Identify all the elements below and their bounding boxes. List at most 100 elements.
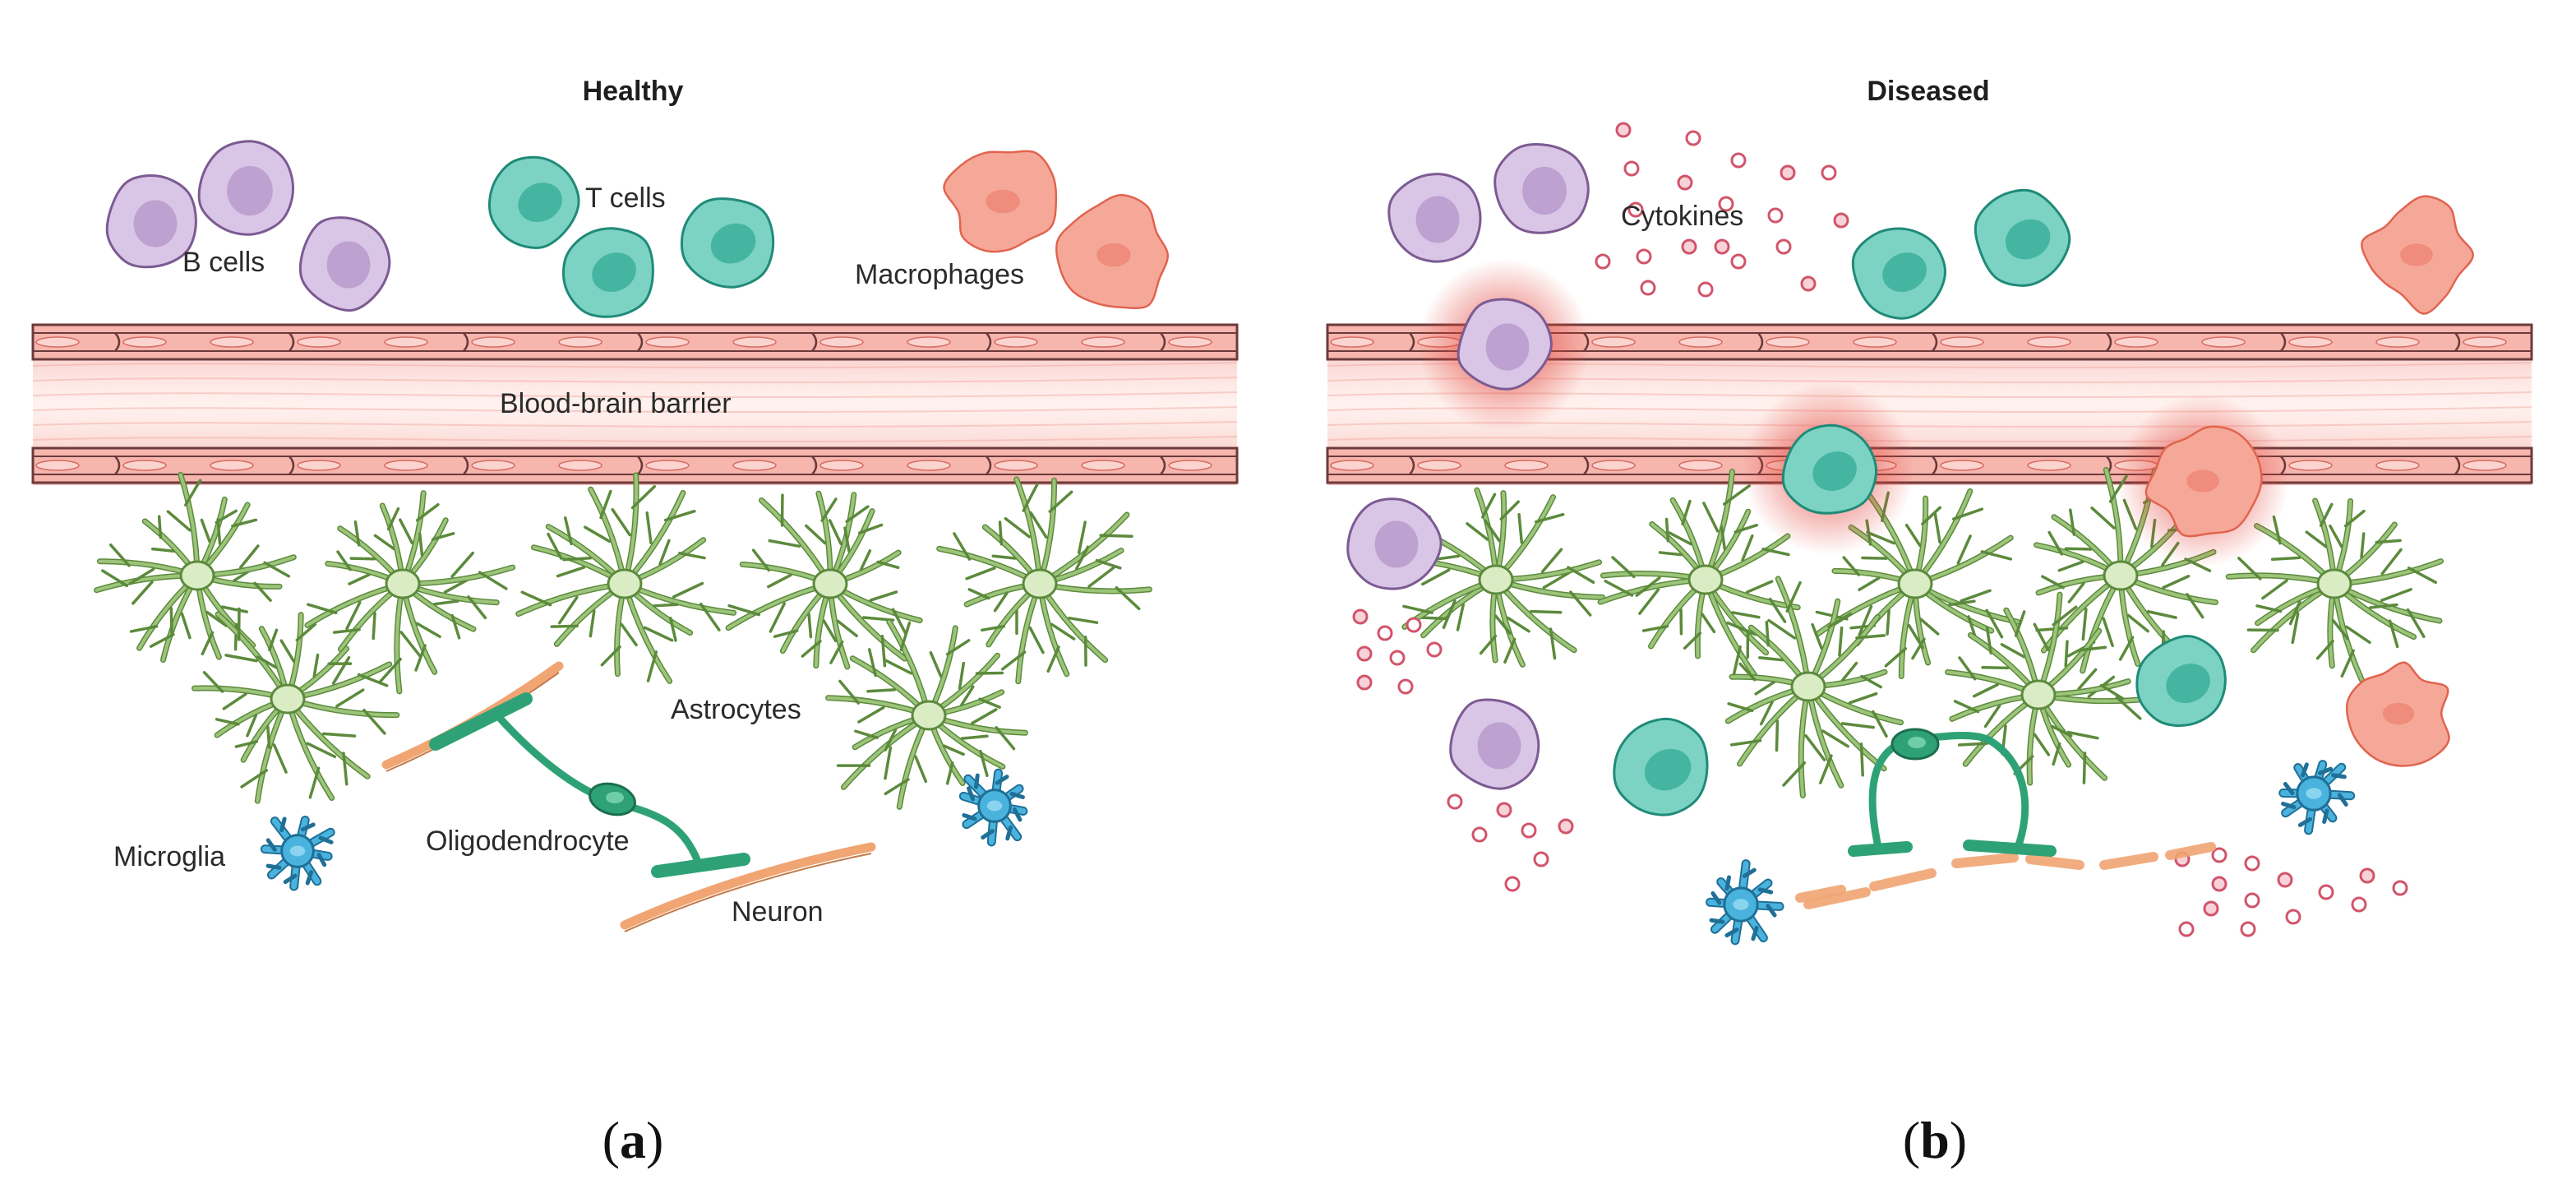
astrocyte-branch (2319, 502, 2334, 528)
astrocyte-branch (2270, 556, 2301, 561)
endothelial-nucleus (645, 460, 690, 471)
astrocyte-branch (1569, 590, 1592, 617)
endothelial-nucleus (384, 336, 428, 348)
astrocyte-branch (1701, 613, 1716, 634)
endothelial-nucleus (819, 336, 864, 348)
endothelial-nucleus (210, 460, 254, 471)
endothelial-nucleus (210, 336, 254, 348)
panel-title-healthy: Healthy (583, 76, 684, 107)
astrocyte-branch (1683, 631, 1702, 650)
astrocyte-branch (268, 628, 279, 652)
astrocyte-branch (157, 515, 163, 539)
astrocyte-branch (415, 622, 441, 639)
astrocyte-branch (1421, 568, 1451, 586)
b-cell-nucleus (326, 241, 371, 289)
macrophage-nucleus (1096, 243, 1131, 267)
cytokine (1780, 164, 1796, 181)
astrocyte-branch (1759, 701, 1774, 726)
cytokine (1730, 253, 1747, 270)
tight-junction (986, 332, 992, 352)
cytokine (1615, 122, 1632, 138)
cytokine (2244, 892, 2260, 909)
astrocyte-branch (751, 548, 770, 572)
astrocyte-branch (312, 653, 320, 678)
tight-junction (1160, 456, 1166, 475)
astrocyte-branch (2066, 730, 2099, 740)
astrocyte-branch (828, 519, 843, 546)
cytokine (2277, 872, 2293, 888)
endothelial-nucleus (2027, 336, 2071, 348)
astrocyte-branch (805, 524, 827, 545)
astrocyte-branch (727, 604, 761, 617)
astrocyte-branch (372, 612, 376, 641)
astrocyte-branch (2067, 581, 2085, 604)
endothelial-nucleus (122, 460, 167, 471)
cytokine (2351, 896, 2367, 913)
cytokine (1356, 645, 1373, 662)
oligodendrocyte-process (1868, 732, 2029, 851)
astrocyte-branch (2079, 645, 2107, 652)
endothelial-nucleus (2375, 460, 2420, 471)
astrocyte-branch (2343, 509, 2366, 528)
astrocyte-branch (1004, 516, 1032, 539)
cytokine (2285, 909, 2301, 925)
astrocyte-branch (2047, 530, 2064, 556)
panel-title-diseased: Diseased (1867, 76, 1989, 107)
b-cell (105, 174, 197, 269)
astrocyte-branch (1499, 500, 1520, 520)
astrocyte-branch (643, 626, 674, 642)
astrocyte-branch (478, 571, 508, 590)
microglia-branch (962, 813, 977, 821)
endothelial-nucleus (1591, 336, 1636, 348)
astrocyte-branch (558, 595, 579, 625)
astrocyte-branch (899, 621, 912, 652)
astrocyte-branch (2041, 575, 2065, 590)
astrocyte-branch (1953, 700, 1980, 714)
astrocyte-branch (653, 603, 679, 608)
b-cell (1457, 298, 1553, 391)
microglia-branch (265, 838, 277, 852)
endothelial-nucleus (907, 336, 951, 348)
astrocyte-branch (884, 746, 893, 780)
astrocyte-branch (884, 659, 913, 675)
cytokine (1767, 207, 1784, 224)
cytokine (1496, 802, 1512, 818)
endothelial-nucleus (558, 336, 602, 348)
astrocyte-branch (1503, 637, 1517, 664)
cytokine (2244, 855, 2260, 872)
microglia-branch (1005, 825, 1013, 841)
microglia-branch (1009, 791, 1025, 799)
endothelial-nucleus (1330, 336, 1374, 348)
endothelial-nucleus (2114, 336, 2158, 348)
astrocyte-branch (958, 661, 966, 691)
astrocyte-branch (215, 509, 238, 524)
cytokine (1426, 641, 1443, 658)
b-cell-nucleus (1415, 196, 1460, 243)
vessel-flow-streak (32, 377, 1238, 384)
microglia-cell (2278, 760, 2356, 835)
astrocyte-branch (1115, 586, 1141, 611)
astrocyte-branch (2102, 617, 2114, 648)
astrocyte-branch (1859, 742, 1864, 777)
astrocyte-branch (854, 729, 879, 739)
astrocytes-label: Astrocytes (671, 694, 801, 725)
neuron-axon-fragment (2165, 842, 2216, 860)
cytokine (1681, 238, 1697, 255)
astrocyte-branch (2077, 668, 2098, 691)
blood-brain-barrier (31, 323, 1239, 485)
endothelial-nucleus (1678, 336, 1723, 348)
microglia-cell (260, 816, 335, 891)
astrocyte-branch (991, 554, 1017, 560)
astrocyte-branch (1402, 604, 1433, 614)
astrocyte-branch (1077, 520, 1087, 554)
endothelial-nucleus (1417, 460, 1461, 471)
astrocyte-branch (2115, 696, 2142, 720)
astrocyte-branch (1933, 511, 1941, 544)
astrocyte-branch (234, 740, 259, 748)
endothelial-nucleus (907, 460, 951, 471)
astrocyte-branch (1484, 519, 1501, 543)
astrocyte-branch (2380, 588, 2412, 603)
astrocyte-branch (1733, 523, 1759, 534)
microglia-branch (1724, 875, 1731, 891)
tight-junction (289, 332, 295, 352)
